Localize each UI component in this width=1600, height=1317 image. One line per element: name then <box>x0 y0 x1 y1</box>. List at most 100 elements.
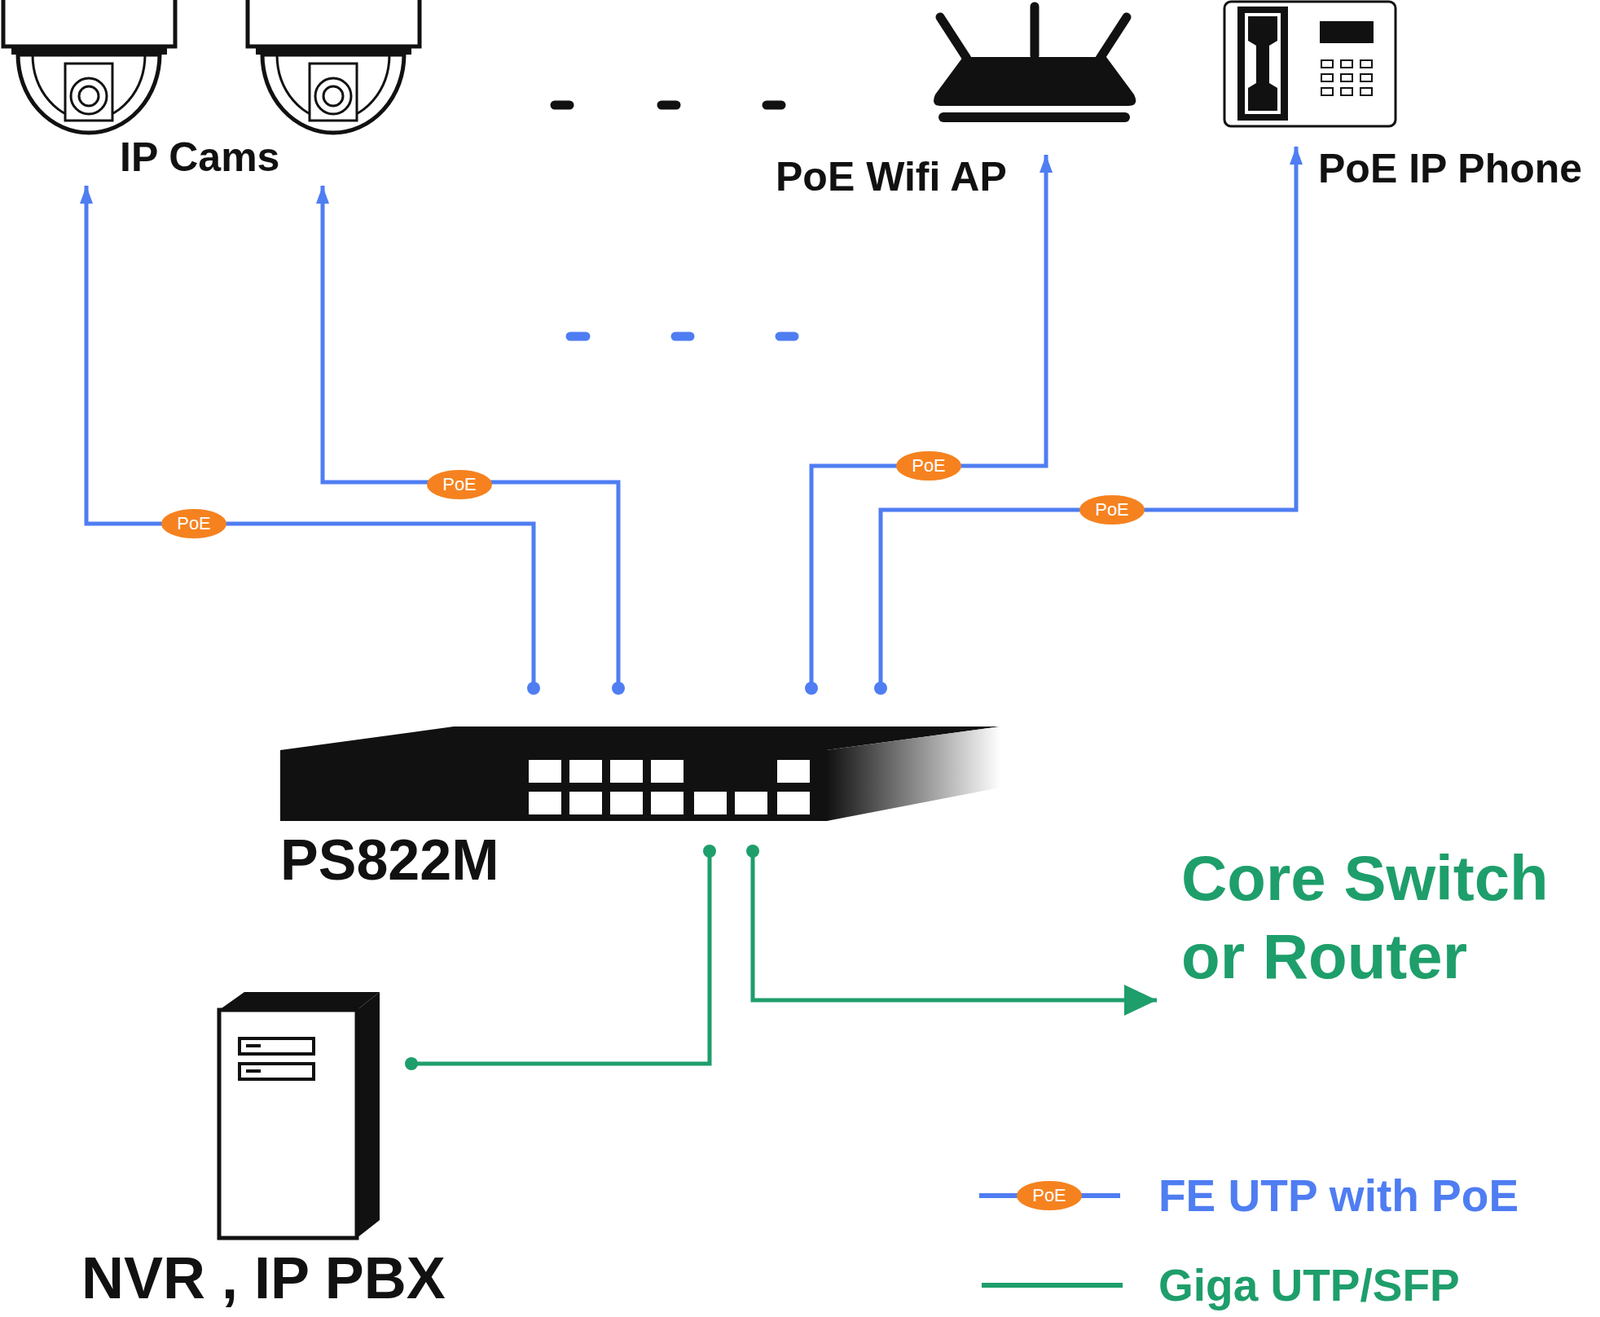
poe-badge: PoE <box>426 470 493 500</box>
server-top <box>219 992 380 1011</box>
camera-lens-box <box>309 63 357 121</box>
node-label: PoE IP Phone <box>1318 148 1583 190</box>
dash <box>766 101 782 110</box>
handset <box>1248 16 1278 111</box>
camera-dome <box>17 54 160 133</box>
port <box>694 791 727 815</box>
connector-dot <box>746 844 760 858</box>
node-label: PS822M <box>280 831 499 889</box>
camera-cap <box>247 0 420 47</box>
server-icon <box>219 992 380 1239</box>
connector <box>322 185 619 689</box>
connector-dot <box>804 681 818 695</box>
connector-dot <box>527 681 541 695</box>
port <box>734 791 768 815</box>
key <box>1360 87 1372 96</box>
dome-camera <box>3 0 176 133</box>
node-label: Core Switch or Router <box>1181 839 1589 996</box>
node-label: NVR , IP PBX <box>81 1248 446 1308</box>
port <box>528 760 562 783</box>
poe-badge: PoE <box>1079 495 1145 525</box>
antenna <box>1030 6 1040 56</box>
connector <box>880 146 1297 689</box>
node-label: PoE Wifi AP <box>775 156 1007 198</box>
legend-text: FE UTP with PoE <box>1158 1173 1519 1219</box>
camera-lens-core <box>323 86 343 106</box>
drive-bay <box>239 1038 314 1055</box>
drive-bay <box>239 1063 314 1080</box>
node-label: IP Cams <box>119 136 280 178</box>
router-body <box>933 57 1136 106</box>
dash <box>661 101 677 110</box>
switch-icon <box>280 726 1001 822</box>
poe-badge: PoE <box>1016 1181 1082 1211</box>
key <box>1321 74 1333 82</box>
port <box>528 791 562 815</box>
drive-slot <box>246 1044 261 1048</box>
camera-lens-core <box>79 86 99 106</box>
key <box>1321 87 1333 96</box>
connector <box>86 185 534 689</box>
legend-text: Giga UTP/SFP <box>1158 1263 1460 1309</box>
ip-phone: PoE IP Phone <box>1221 0 1398 147</box>
dash <box>779 332 795 342</box>
camera-dome-inner <box>32 54 146 120</box>
dash <box>554 101 570 110</box>
port <box>650 791 684 815</box>
poe-badge: PoE <box>161 509 227 539</box>
router-base <box>938 112 1130 123</box>
drive-slot <box>246 1069 261 1073</box>
connector <box>752 851 1157 1001</box>
key <box>1340 60 1353 68</box>
camera-dome <box>262 54 405 133</box>
camera-lens-box <box>65 63 113 121</box>
key <box>1360 74 1372 82</box>
connector-dot <box>611 681 625 695</box>
switch-front <box>280 750 827 822</box>
key <box>1340 87 1353 96</box>
ellipsis-dashes <box>554 105 795 337</box>
key <box>1321 60 1333 68</box>
camera-lens <box>315 78 352 115</box>
connector <box>811 154 1047 689</box>
port <box>610 760 643 783</box>
poe-switch: PS822M <box>280 688 1001 852</box>
handset-slot <box>1244 13 1281 115</box>
camera-cap <box>3 0 176 47</box>
wifi-router-icon <box>933 6 1136 123</box>
dash <box>675 332 691 342</box>
switch-side <box>826 726 1001 822</box>
connector-dot <box>404 1057 418 1071</box>
server-front <box>219 1010 357 1239</box>
key <box>1340 74 1353 82</box>
port <box>777 791 810 815</box>
wifi-access-point: PoE Wifi AP <box>930 0 1141 155</box>
camera-dome-inner <box>276 54 390 120</box>
port <box>569 791 603 815</box>
dash <box>570 332 586 342</box>
connector-dot <box>703 844 717 858</box>
port <box>569 760 603 783</box>
phone-display <box>1319 21 1374 44</box>
phone-body <box>1224 1 1396 127</box>
legend-line-giga <box>981 1283 1123 1288</box>
uplink-target: Core Switch or Router <box>1156 839 1597 1076</box>
key <box>1360 60 1372 68</box>
antenna <box>1099 17 1127 59</box>
handset-frame <box>1237 6 1288 121</box>
camera-lens <box>70 78 107 115</box>
ip-phone-icon <box>1224 1 1396 127</box>
port <box>650 760 684 783</box>
port <box>610 791 643 815</box>
port <box>777 760 810 783</box>
dome-camera <box>247 0 420 133</box>
antenna <box>940 17 968 59</box>
camera-group: IP Cams <box>0 0 424 186</box>
poe-badge: PoE <box>896 451 962 481</box>
server-side <box>356 992 380 1239</box>
connector-dot <box>874 681 888 695</box>
server: NVR , IP PBX <box>211 989 412 1243</box>
